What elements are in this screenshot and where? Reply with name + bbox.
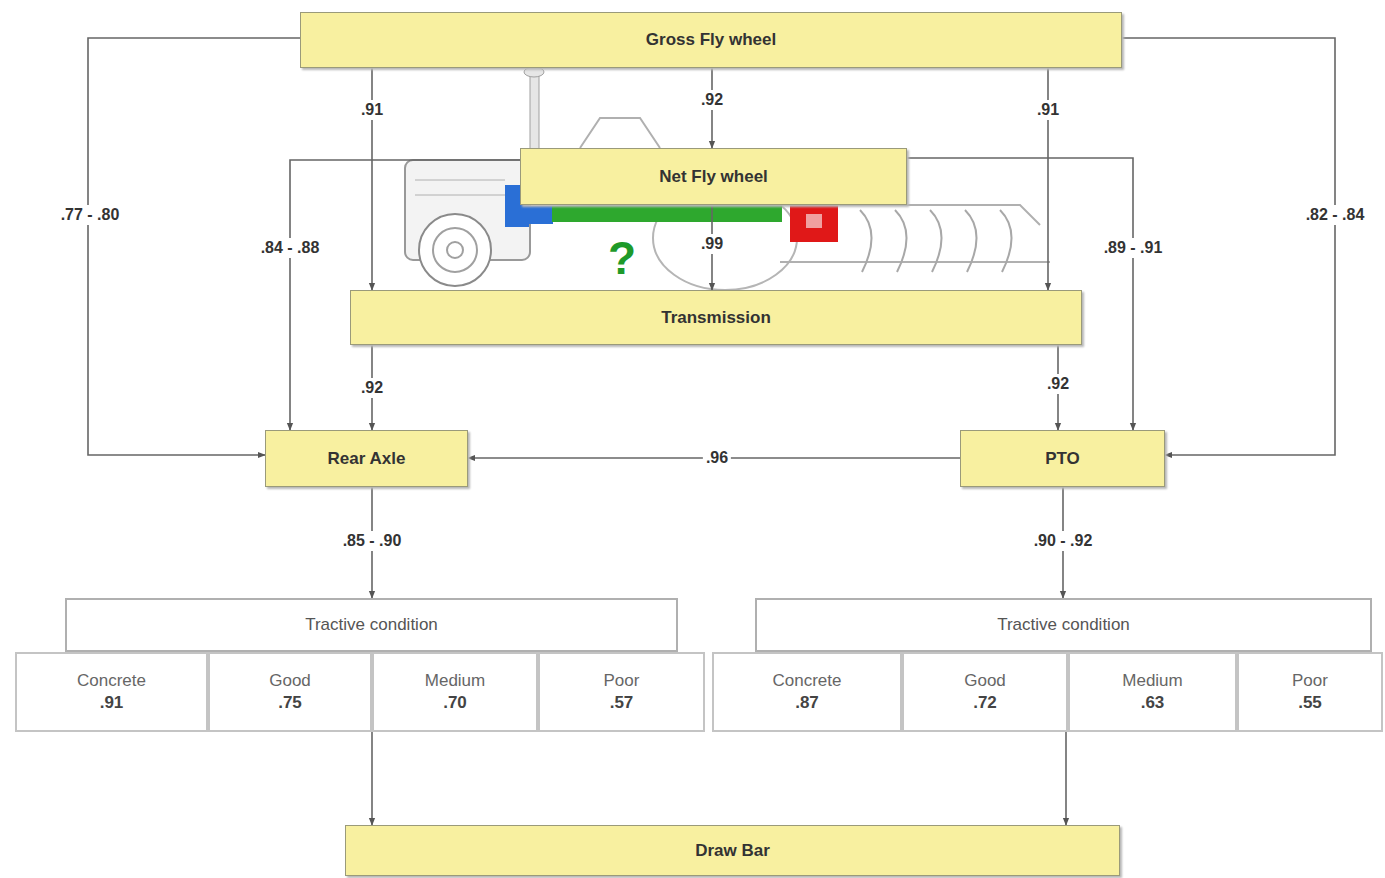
exhaust-cap (524, 67, 544, 77)
engine-block (527, 206, 553, 224)
node-text: Gross Fly wheel (646, 30, 776, 50)
table-header: Tractive condition (755, 598, 1372, 652)
plough-beam (780, 261, 1050, 263)
component-box: PTO (960, 430, 1165, 487)
efficiency-label: .92 (698, 90, 726, 110)
seat-frame (580, 118, 660, 148)
hood-line (415, 180, 505, 181)
node-text: Rear Axle (328, 449, 406, 469)
table-cell: Poor.57 (538, 652, 705, 732)
plough-frame (840, 205, 1040, 225)
node-text: Good (964, 670, 1006, 692)
node-text: .72 (973, 692, 997, 714)
node-text: .91 (100, 692, 124, 714)
table-cell: Medium.70 (372, 652, 538, 732)
efficiency-label: .85 - .90 (340, 531, 405, 551)
efficiency-label: .82 - .84 (1303, 205, 1368, 225)
node-text: Medium (1122, 670, 1182, 692)
node-text: .55 (1298, 692, 1322, 714)
efficiency-label: .91 (358, 100, 386, 120)
efficiency-label: .96 (703, 448, 731, 468)
node-text: Draw Bar (695, 841, 770, 861)
node-text: Poor (604, 670, 640, 692)
efficiency-label: .77 - .80 (58, 205, 123, 225)
table-header: Tractive condition (65, 598, 678, 652)
node-text: Net Fly wheel (659, 167, 768, 187)
node-text: Concrete (773, 670, 842, 692)
table-cell: Medium.63 (1068, 652, 1237, 732)
front-wheel-hub (447, 242, 463, 258)
pto-mark (806, 214, 822, 228)
component-box: Net Fly wheel (520, 148, 907, 205)
table-cell: Concrete.87 (712, 652, 902, 732)
node-text: Tractive condition (305, 615, 438, 635)
efficiency-label: .84 - .88 (258, 238, 323, 258)
node-text: .57 (610, 692, 634, 714)
plough-blade (930, 210, 942, 272)
efficiency-label: .92 (358, 378, 386, 398)
efficiency-label: .92 (1044, 374, 1072, 394)
node-text: Transmission (661, 308, 771, 328)
plough-blade (965, 210, 977, 272)
node-text: .75 (278, 692, 302, 714)
node-text: .87 (795, 692, 819, 714)
table-cell: Concrete.91 (15, 652, 208, 732)
pto-unit (790, 200, 838, 242)
hood-line (415, 195, 505, 196)
component-box: Gross Fly wheel (300, 12, 1122, 68)
table-cell: Good.72 (902, 652, 1068, 732)
table-cell: Poor.55 (1237, 652, 1383, 732)
front-wheel (419, 214, 491, 286)
node-text: .63 (1141, 692, 1165, 714)
component-box: Draw Bar (345, 825, 1120, 876)
plough-blade (860, 210, 872, 272)
node-text: Concrete (77, 670, 146, 692)
exhaust-pipe (530, 72, 539, 152)
node-text: Medium (425, 670, 485, 692)
node-text: .70 (443, 692, 467, 714)
front-wheel-rim (433, 228, 477, 272)
component-box: Rear Axle (265, 430, 468, 487)
efficiency-label: .99 (698, 234, 726, 254)
node-text: Good (269, 670, 311, 692)
plough-blade (895, 210, 907, 272)
efficiency-label: .90 - .92 (1031, 531, 1096, 551)
question-mark: ? (608, 231, 636, 285)
node-text: Poor (1292, 670, 1328, 692)
efficiency-label: .91 (1034, 100, 1062, 120)
table-cell: Good.75 (208, 652, 372, 732)
node-text: PTO (1045, 449, 1080, 469)
efficiency-label: .89 - .91 (1101, 238, 1166, 258)
component-box: Transmission (350, 290, 1082, 345)
node-text: Tractive condition (997, 615, 1130, 635)
plough-blade (1000, 210, 1012, 272)
